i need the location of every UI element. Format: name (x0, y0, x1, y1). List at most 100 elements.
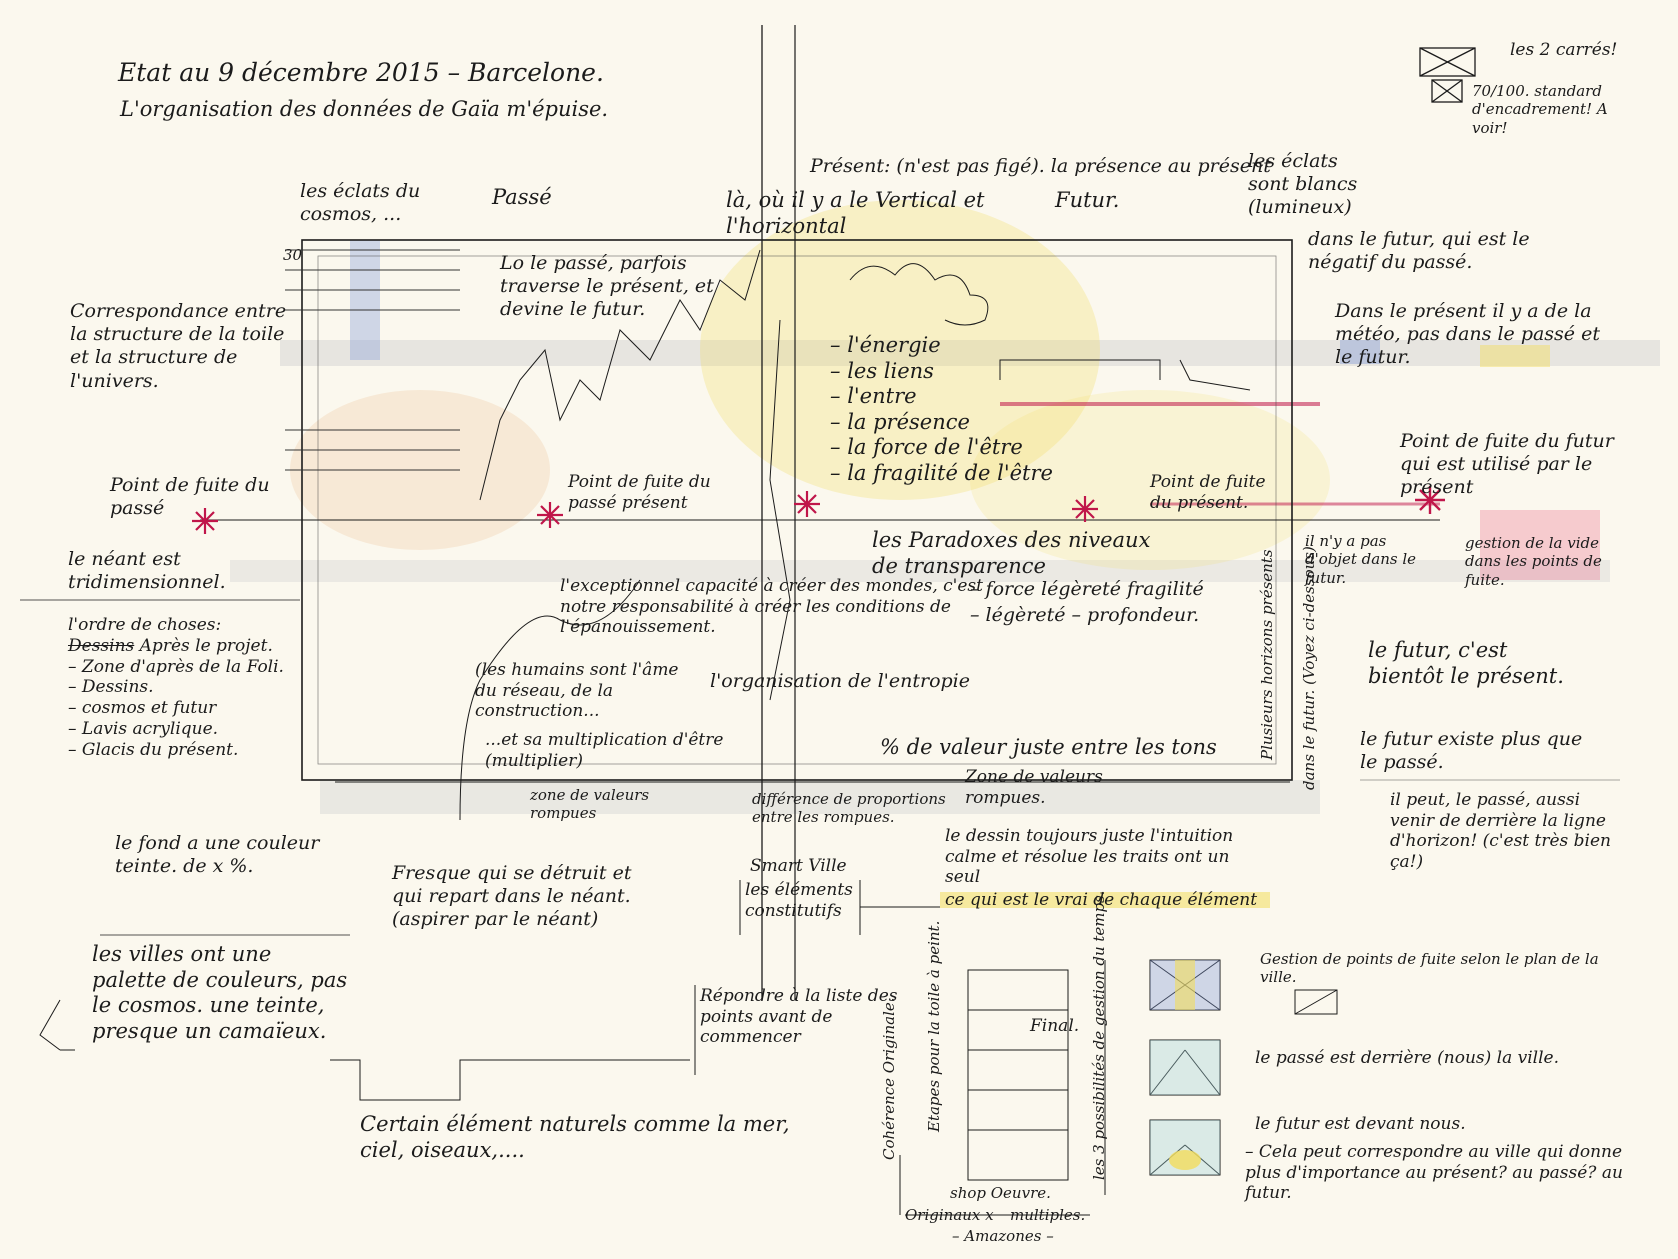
yellow-wash (1480, 345, 1550, 367)
pink-wash (1480, 510, 1600, 580)
grey-wash-band (280, 340, 1660, 366)
bracket (899, 1155, 1090, 1216)
label-elements-constitutifs: les éléments constitutifs (745, 880, 853, 921)
note-ce-qui: ce qui est le vrai de chaque élément (945, 890, 1258, 910)
label-eclats-cosmos: les éclats du cosmos, ... (300, 180, 421, 226)
note-repondre: Répondre à la liste des points avant de … (700, 986, 898, 1048)
energie-item: – la fragilité de l'être (830, 461, 1053, 486)
label-possibilites: les 3 possibilités de gestion du temps. (1090, 890, 1108, 1180)
note-futur-devant: le futur est devant nous. (1255, 1114, 1466, 1134)
note-dans-present: Dans le présent il y a de la météo, pas … (1335, 300, 1600, 369)
canvas-frame (301, 239, 1293, 781)
corner-squares (1419, 47, 1476, 103)
energie-list: – l'énergie – les liens – l'entre – la p… (830, 333, 1053, 487)
note-valeur-juste: % de valeur juste entre les tons (880, 735, 1217, 759)
energie-item: – l'entre (830, 384, 917, 409)
vanishing-point-passe-present (537, 502, 563, 528)
energie-item: – les liens (830, 358, 934, 383)
note-paradoxes: les Paradoxes des niveaux de transparenc… (872, 528, 1151, 578)
note-humains: (les humains sont l'âme du réseau, de la… (475, 660, 679, 722)
vanishing-point-present (1072, 496, 1098, 522)
yellow-wash (940, 892, 1270, 908)
note-futur-bientot: le futur, c'est bientôt le présent. (1368, 638, 1564, 688)
energie-item: – la présence (830, 409, 970, 434)
ordre-item: – cosmos et futur (68, 698, 217, 719)
ordre-item-text: Glacis du présent. (81, 739, 239, 760)
sketch-scribble (769, 319, 791, 701)
vanishing-point-futur (1415, 486, 1445, 514)
note-passe-traverse: Lo le passé, parfois traverse le présent… (500, 252, 714, 321)
note-dessin: le dessin toujours juste l'intuition cal… (945, 826, 1234, 888)
ordre-item: – Lavis acrylique. (68, 718, 219, 739)
energie-item-text: l'entre (847, 384, 917, 409)
note-passe-derriere: le passé est derrière (nous) la ville. (1255, 1048, 1560, 1068)
label-futur: Futur. (1055, 188, 1120, 212)
energie-item-text: la fragilité de l'être (847, 461, 1053, 486)
label-point-fuite-present-2: Point de fuite du présent. (1150, 472, 1266, 513)
label-vertical-horizontal: là, où il y a le Vertical et l'horizonta… (726, 188, 985, 238)
ordre-item: – Dessins. (68, 677, 154, 698)
note-neant: le néant est tridimensionnel. (68, 548, 226, 594)
note-gestion-points: Gestion de points de fuite selon le plan… (1260, 950, 1599, 987)
blue-wash (350, 240, 380, 360)
inner-frame (317, 255, 1277, 765)
note-force: – force légèreté fragilité (970, 578, 1204, 600)
bracket (39, 999, 75, 1051)
note-gestion-vide: gestion de la vide dans les points de fu… (1465, 534, 1602, 589)
yellow-wash (970, 390, 1330, 570)
note-legerete: – légèreté – profondeur. (970, 604, 1200, 626)
sketch-scribble (479, 249, 761, 501)
note-zone-valeurs-right: Zone de valeurs rompues. (965, 767, 1103, 808)
energie-item: – l'énergie (830, 333, 941, 357)
vanishing-point-passe (192, 508, 218, 534)
cyan-wash (1150, 1040, 1220, 1095)
note-exceptionnel: l'exceptionnel capacité à créer des mond… (560, 576, 983, 638)
header-subtitle: L'organisation des données de Gaïa m'épu… (120, 97, 609, 121)
ordre-struck-word: Dessins (68, 636, 135, 656)
ordre-list: Dessins Après le projet. – Zone d'après … (68, 636, 284, 760)
label-point-fuite-passe: Point de fuite du passé (110, 474, 270, 520)
note-fresque: Fresque qui se détruit et qui repart dan… (392, 862, 632, 931)
label-etapes: Etapes pour la toile à peint. (925, 920, 943, 1132)
note-fond: le fond a une couleur teinte. de x %. (115, 832, 320, 878)
note-correspondance: Correspondance entre la structure de la … (70, 300, 287, 392)
ordre-item-struck: Dessins Après le projet. (68, 636, 284, 657)
cloud-scribble (849, 263, 989, 326)
energie-item-text: la présence (847, 409, 970, 434)
note-il-ny-a: il n'y a pas d'objet dans le futur. (1305, 532, 1417, 587)
staff-lines (285, 249, 460, 471)
note-cela-peut: – Cela peut correspondre au ville qui do… (1245, 1142, 1623, 1204)
note-multiplication: ...et sa multiplication d'être (multipli… (485, 730, 724, 771)
energie-item: – la force de l'être (830, 435, 1023, 460)
ordre-item-text: Zone d'après de la Foli. (81, 656, 284, 677)
label-smart-ville: Smart Ville (750, 856, 847, 876)
note-futur-vertical: dans le futur. (Voyez ci-dessous) (1300, 546, 1318, 790)
label-originaux: Originaux x (905, 1206, 994, 1224)
label-futur-negatif: dans le futur, qui est le négatif du pas… (1308, 228, 1530, 274)
energie-item-text: la force de l'être (847, 435, 1023, 460)
ordre-item-text: cosmos et futur (81, 698, 217, 719)
corner-note-two-squares: les 2 carrés! (1510, 40, 1618, 60)
connector-line (330, 1059, 690, 1101)
scale-mark: 30 (283, 246, 303, 264)
vanishing-point-center (794, 491, 820, 517)
label-coherence-originale: Cohérence Originale. (880, 997, 898, 1160)
note-difference: différence de proportions entre les romp… (752, 790, 946, 827)
yellow-wash (1169, 1150, 1201, 1170)
label-present: Présent: (n'est pas figé). la présence a… (810, 155, 1271, 177)
ordre-title: l'ordre de choses: (68, 615, 222, 635)
label-point-fuite-futur: Point de fuite du futur qui est utilisé … (1400, 430, 1614, 499)
blue-wash (1340, 340, 1380, 364)
grey-wash-band (230, 560, 1610, 582)
ordre-item: – Zone d'après de la Foli. (68, 656, 284, 677)
grey-wash-band (320, 780, 1320, 814)
header-title: Etat au 9 décembre 2015 – Barcelone. (118, 58, 604, 87)
label-eclats-blancs: les éclats sont blancs (lumineux) (1248, 150, 1358, 219)
fresque-arrow (459, 579, 641, 821)
energie-item-text: les liens (847, 358, 934, 383)
note-peut-aussi: il peut, le passé, aussi venir de derriè… (1390, 790, 1611, 873)
note-futur-existe: le futur existe plus que le passé. (1360, 728, 1583, 774)
note-certain: Certain élément naturels comme la mer, c… (360, 1112, 790, 1162)
